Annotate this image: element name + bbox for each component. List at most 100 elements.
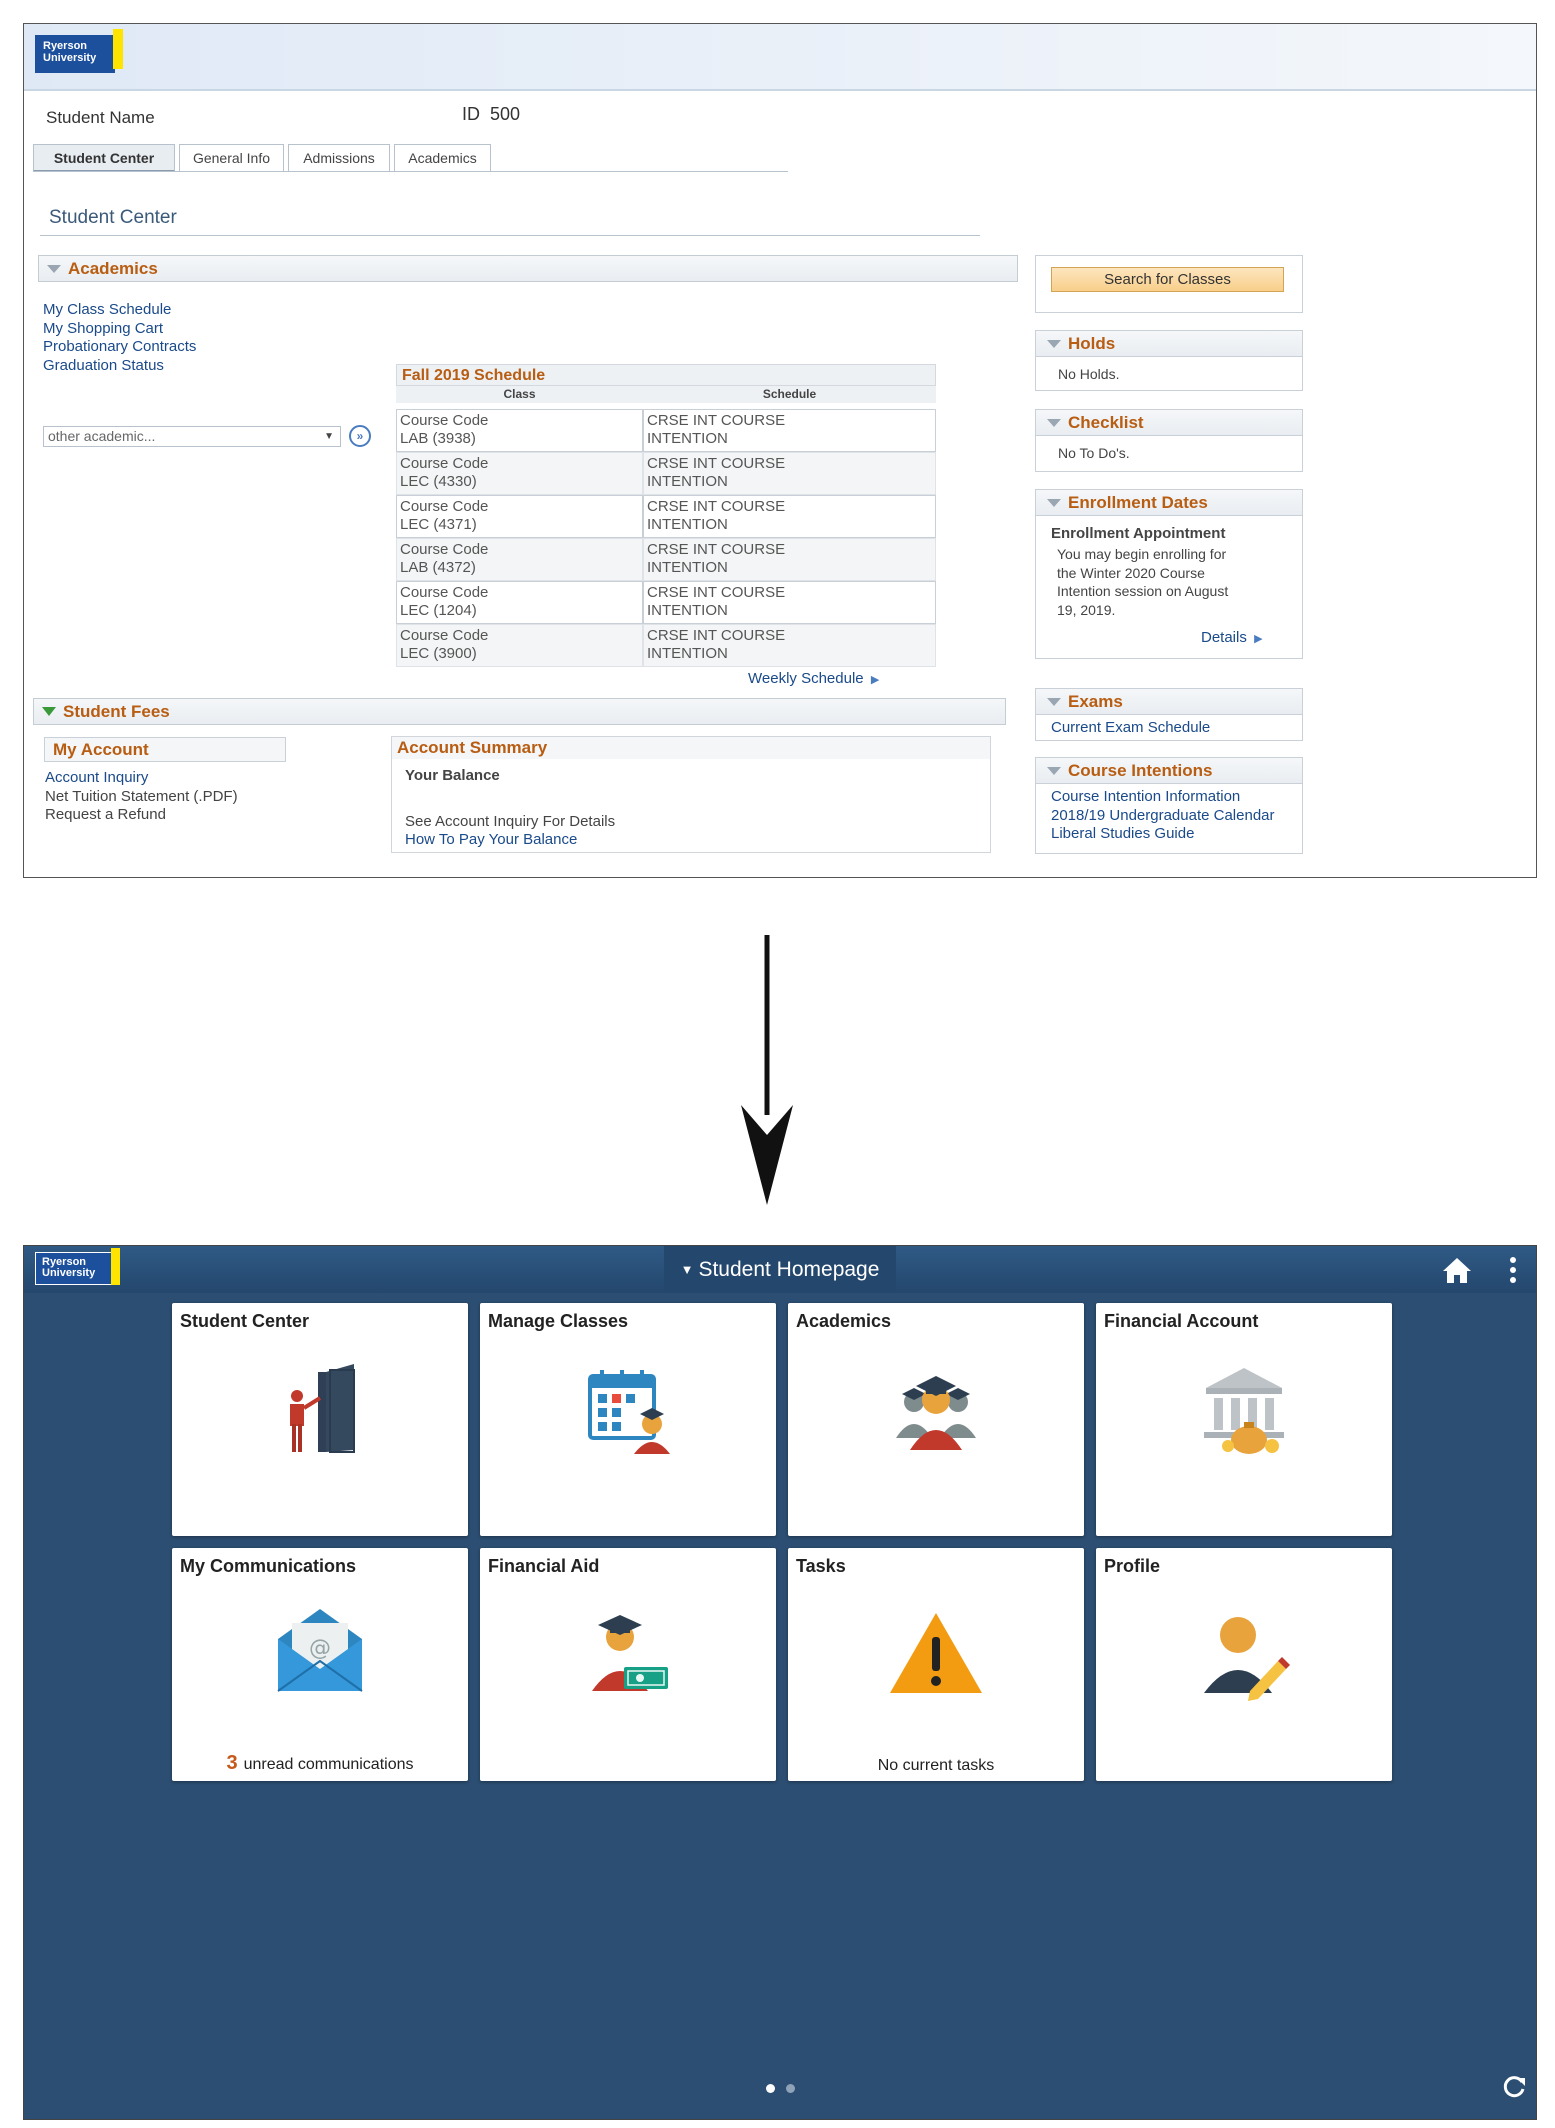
- tile-tasks[interactable]: Tasks No current tasks: [788, 1548, 1084, 1781]
- tile-academics[interactable]: Academics: [788, 1303, 1084, 1536]
- tile-title: Financial Aid: [488, 1556, 600, 1576]
- account-summary-box: Account Summary Your Balance See Account…: [391, 736, 991, 853]
- graduate-money-icon: [592, 1615, 668, 1691]
- exams-header[interactable]: Exams: [1035, 688, 1303, 715]
- tile-manage-classes[interactable]: Manage Classes: [480, 1303, 776, 1536]
- homepage-selector[interactable]: ▼ Student Homepage: [664, 1246, 896, 1293]
- link-course-intention-info[interactable]: Course Intention Information: [1051, 788, 1241, 805]
- checklist-body: No To Do's.: [1035, 436, 1303, 472]
- tile-financial-aid[interactable]: Financial Aid: [480, 1548, 776, 1781]
- link-net-tuition-statement[interactable]: Net Tuition Statement (.PDF): [45, 787, 238, 805]
- course-intentions-header[interactable]: Course Intentions: [1035, 757, 1303, 784]
- academics-heading: Academics: [68, 258, 158, 278]
- checklist-header[interactable]: Checklist: [1035, 409, 1303, 436]
- weekly-schedule-link[interactable]: Weekly Schedule ▶: [748, 670, 880, 687]
- tab-academics[interactable]: Academics: [394, 144, 491, 172]
- expanded-triangle-icon: [42, 707, 56, 716]
- logo-yellow-bar: [111, 1248, 120, 1285]
- refresh-icon[interactable]: [1501, 2074, 1527, 2100]
- tab-student-center[interactable]: Student Center: [33, 144, 175, 172]
- exams-body: Current Exam Schedule: [1035, 715, 1303, 741]
- link-undergraduate-calendar[interactable]: 2018/19 Undergraduate Calendar: [1051, 806, 1275, 824]
- student-fees-section-header[interactable]: Student Fees: [33, 698, 1006, 725]
- tab-general-info[interactable]: General Info: [179, 144, 284, 172]
- link-probationary-contracts[interactable]: Probationary Contracts: [43, 338, 197, 355]
- academics-section-header[interactable]: Academics: [38, 255, 1018, 282]
- enrollment-dates-header[interactable]: Enrollment Dates: [1035, 489, 1303, 516]
- search-for-classes-button[interactable]: Search for Classes: [1051, 267, 1284, 292]
- unread-label: unread communications: [243, 1756, 414, 1773]
- link-graduation-status[interactable]: Graduation Status: [43, 356, 164, 374]
- homepage-title: Student Homepage: [698, 1257, 880, 1281]
- actions-menu-icon[interactable]: [1508, 1254, 1518, 1286]
- your-balance-label: Your Balance: [405, 767, 500, 784]
- header-bar: Ryerson University ▼ Student Homepage: [24, 1246, 1536, 1293]
- current-exam-schedule-link[interactable]: Current Exam Schedule: [1051, 719, 1211, 736]
- title-divider: [40, 235, 980, 236]
- fees-links: Account Inquiry Net Tuition Statement (.…: [45, 769, 238, 825]
- other-academic-select[interactable]: other academic... ▼: [43, 426, 341, 447]
- enrollment-dates-body: Enrollment Appointment You may begin enr…: [1035, 516, 1303, 659]
- tab-underline: [33, 171, 788, 172]
- page-dot-active[interactable]: [766, 2084, 775, 2093]
- home-icon[interactable]: [1442, 1256, 1472, 1284]
- collapse-triangle-icon: [1047, 697, 1061, 706]
- link-liberal-studies-guide[interactable]: Liberal Studies Guide: [1051, 825, 1195, 842]
- schedule-title: Fall 2019 Schedule: [396, 364, 936, 386]
- enrollment-appointment-label: Enrollment Appointment: [1051, 525, 1226, 542]
- checklist-text: No To Do's.: [1058, 445, 1130, 461]
- logo-yellow-bar: [113, 29, 123, 69]
- tile-student-center[interactable]: Student Center: [172, 1303, 468, 1536]
- collapse-triangle-icon: [1047, 498, 1061, 507]
- collapse-triangle-icon: [1047, 418, 1061, 427]
- go-button[interactable]: »: [349, 425, 371, 447]
- tasks-footer: No current tasks: [877, 1757, 995, 1774]
- select-arrow-icon: ▼: [324, 431, 334, 442]
- tile-profile[interactable]: Profile: [1096, 1548, 1392, 1781]
- link-my-class-schedule[interactable]: My Class Schedule: [43, 301, 172, 318]
- tile-title: Financial Account: [1104, 1311, 1259, 1331]
- details-link[interactable]: Details ▶: [1201, 629, 1263, 646]
- holds-header[interactable]: Holds: [1035, 330, 1303, 357]
- collapse-triangle-icon: [1047, 766, 1061, 775]
- presenter-door-icon: [290, 1364, 355, 1453]
- tile-title: Profile: [1104, 1556, 1161, 1576]
- ryerson-logo: Ryerson University: [35, 29, 123, 73]
- calendar-student-icon: [588, 1370, 670, 1454]
- link-request-refund[interactable]: Request a Refund: [45, 806, 166, 823]
- tile-financial-account[interactable]: Financial Account: [1096, 1303, 1392, 1536]
- warning-icon: [890, 1613, 982, 1693]
- how-to-pay-link[interactable]: How To Pay Your Balance: [405, 831, 578, 848]
- caret-down-icon: ▼: [680, 1262, 694, 1277]
- intentions-links: Course Intention Information 2018/19 Und…: [1051, 788, 1275, 844]
- envelope-icon: @: [277, 1609, 363, 1692]
- tab-admissions[interactable]: Admissions: [288, 144, 390, 172]
- link-account-inquiry[interactable]: Account Inquiry: [45, 769, 149, 786]
- fluid-student-homepage-screen: Ryerson University ▼ Student Homepage St…: [23, 1245, 1537, 2120]
- student-name: Student Name: [46, 108, 155, 127]
- link-my-shopping-cart[interactable]: My Shopping Cart: [43, 319, 164, 337]
- id-value: 500: [490, 104, 521, 124]
- tile-title: Student Center: [180, 1311, 310, 1331]
- page-dot[interactable]: [786, 2084, 795, 2093]
- select-value: other academic...: [48, 428, 156, 444]
- id-label: ID: [462, 104, 480, 124]
- ryerson-logo: Ryerson University: [35, 1248, 120, 1285]
- bank-moneybag-icon: [1204, 1368, 1284, 1454]
- student-fees-heading: Student Fees: [63, 701, 170, 721]
